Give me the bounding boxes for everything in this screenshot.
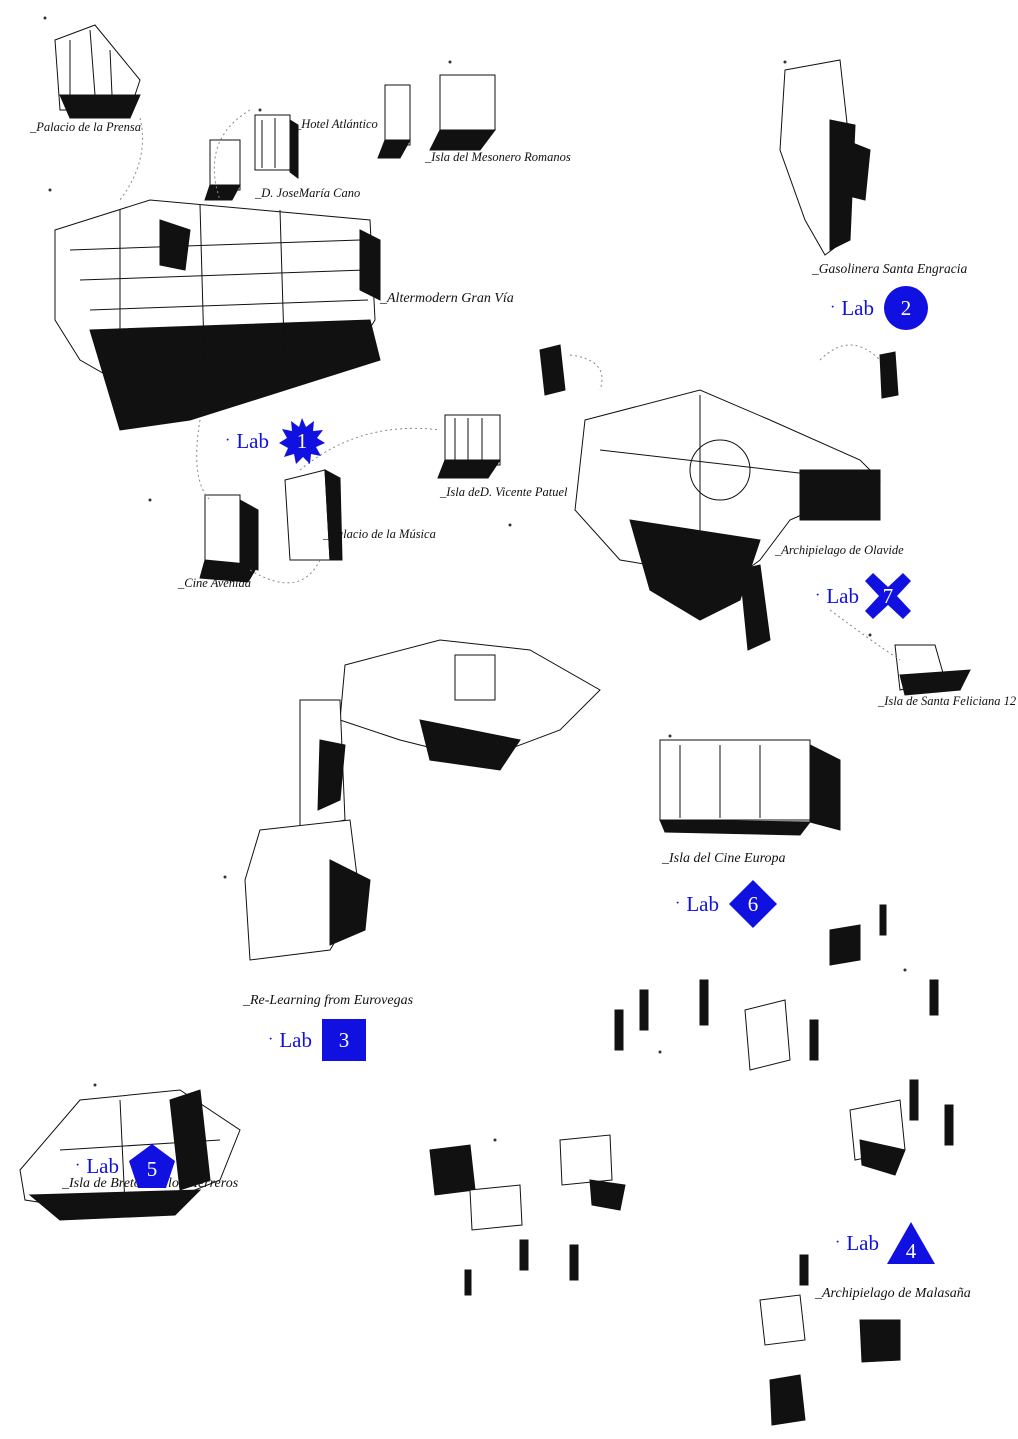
starburst-icon: 1 bbox=[278, 418, 325, 464]
lab-4: · Lab 4 bbox=[835, 1222, 935, 1264]
connector-olavide-b bbox=[819, 344, 881, 361]
drawing-palacio-prensa bbox=[54, 24, 141, 119]
lab-5-text: Lab bbox=[86, 1153, 119, 1178]
lab-2-text: Lab bbox=[841, 295, 874, 320]
lab-5-prefix: · bbox=[75, 1157, 81, 1174]
drawing-gasolinera bbox=[779, 59, 871, 256]
label-cine-europa: _Isla del Cine Europa bbox=[662, 851, 786, 866]
drawing-santa-feliciana bbox=[894, 644, 971, 696]
lab-2-prefix: · bbox=[830, 299, 836, 316]
label-palacio-prensa: _Palacio de la Prensa bbox=[30, 120, 141, 134]
label-eurovegas: _Re-Learning from Eurovegas bbox=[243, 993, 414, 1008]
lab-5-number: 5 bbox=[146, 1156, 158, 1181]
drawing-eurovegas bbox=[244, 639, 601, 961]
connector-feliciana bbox=[829, 609, 901, 661]
drawing-cine-europa bbox=[659, 739, 841, 836]
lab-3-text: Lab bbox=[279, 1027, 312, 1052]
lab-3: · Lab 3 bbox=[268, 1019, 366, 1061]
diamond-icon: 6 bbox=[728, 880, 777, 928]
lab-6-number: 6 bbox=[747, 891, 759, 916]
lab-2: · Lab 2 bbox=[830, 286, 928, 330]
label-mesonero: _Isla del Mesonero Romanos bbox=[425, 150, 571, 164]
drawing-mesonero bbox=[377, 74, 496, 159]
lab-1-number: 1 bbox=[296, 428, 308, 453]
lab-7-number: 7 bbox=[882, 583, 894, 608]
cross-icon: 7 bbox=[864, 573, 911, 619]
drawing-palacio-musica bbox=[284, 469, 343, 561]
drawing-hotel-atlantico bbox=[254, 114, 299, 179]
label-gasolinera: _Gasolinera Santa Engracia bbox=[812, 261, 968, 276]
label-jose-maria-cano: _D. JoseMaría Cano bbox=[255, 186, 361, 200]
label-cine-avenida: _Cine Avenida bbox=[178, 576, 252, 590]
label-gran-via: _Altermodern Gran Vía bbox=[380, 291, 514, 306]
lab-7-prefix: · bbox=[815, 587, 821, 604]
connector-avenida bbox=[196, 419, 211, 501]
drawing-cine-avenida bbox=[199, 494, 259, 583]
lab-4-prefix: · bbox=[835, 1234, 841, 1251]
lab-1: · Lab 1 bbox=[225, 418, 325, 464]
connector-patuel bbox=[299, 427, 441, 471]
square-icon: 3 bbox=[321, 1019, 366, 1061]
connector-prensa bbox=[119, 117, 143, 201]
connector-atlantico bbox=[213, 109, 251, 201]
lab-3-prefix: · bbox=[268, 1031, 274, 1048]
drawing-olavide bbox=[539, 344, 899, 651]
lab-1-prefix: · bbox=[225, 432, 231, 449]
pentagon-icon: 5 bbox=[128, 1144, 175, 1188]
lab-4-number: 4 bbox=[905, 1238, 917, 1263]
drawing-breton bbox=[19, 1089, 241, 1221]
drawing-jose-maria-cano bbox=[204, 139, 241, 201]
triangle-icon: 4 bbox=[886, 1222, 935, 1264]
drawing-gran-via bbox=[54, 199, 381, 431]
connector-olavide-a bbox=[569, 354, 603, 391]
lab-6: · Lab 6 bbox=[675, 880, 777, 928]
label-palacio-musica: _Palacio de la Música bbox=[323, 527, 436, 541]
label-malasana: _Archipielago de Malasaña bbox=[815, 1286, 971, 1301]
lab-2-number: 2 bbox=[900, 295, 912, 320]
label-santa-feliciana: _Isla de Santa Feliciana 12 bbox=[878, 694, 1017, 708]
connector-musica bbox=[249, 559, 321, 584]
lab-7-text: Lab bbox=[826, 583, 859, 608]
circle-icon: 2 bbox=[883, 286, 928, 330]
drawing-malasana bbox=[429, 904, 954, 1426]
lab-4-text: Lab bbox=[846, 1230, 879, 1255]
lab-1-text: Lab bbox=[236, 428, 269, 453]
label-olavide: _Archipielago de Olavide bbox=[775, 543, 904, 557]
label-vicente-patuel: _Isla deD. Vicente Patuel bbox=[440, 485, 568, 499]
lab-3-number: 3 bbox=[338, 1027, 350, 1052]
label-hotel-atlantico: _Hotel Atlántico bbox=[295, 117, 378, 131]
lab-5: · Lab 5 bbox=[75, 1144, 175, 1188]
lab-7: · Lab 7 bbox=[815, 573, 911, 619]
lab-6-text: Lab bbox=[686, 891, 719, 916]
lab-6-prefix: · bbox=[675, 895, 681, 912]
drawing-vicente-patuel bbox=[437, 414, 501, 479]
